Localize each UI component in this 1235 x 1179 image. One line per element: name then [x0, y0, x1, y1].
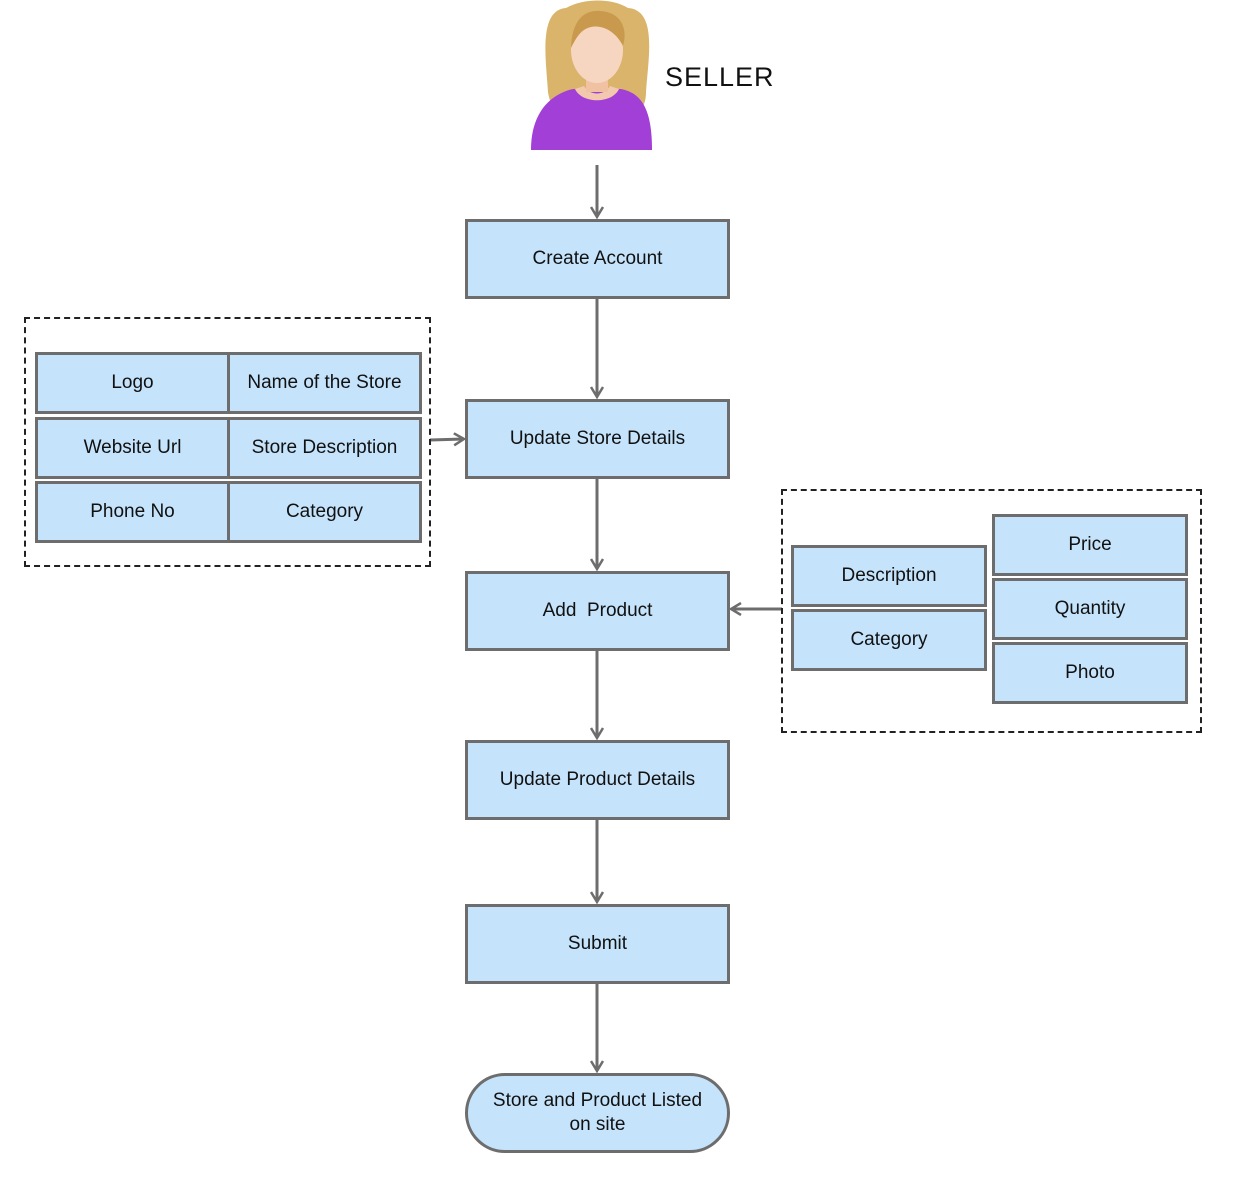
store-field-website: Website Url — [35, 417, 230, 479]
submit-step: Submit — [465, 904, 730, 984]
update-store-details-step: Update Store Details — [465, 399, 730, 479]
store-field-description: Store Description — [227, 417, 422, 479]
store-fields-group — [24, 317, 431, 567]
product-field-description: Description — [791, 545, 987, 607]
store-field-phone: Phone No — [35, 481, 230, 543]
store-field-category: Category — [227, 481, 422, 543]
product-field-price: Price — [992, 514, 1188, 576]
seller-label: SELLER — [665, 62, 775, 92]
product-fields-group — [781, 489, 1202, 733]
create-account-step: Create Account — [465, 219, 730, 299]
product-field-category: Category — [791, 609, 987, 671]
final-step-oval: Store and Product Listed on site — [465, 1073, 730, 1153]
product-field-photo: Photo — [992, 642, 1188, 704]
arrow-store-fields-to-update-store — [429, 439, 464, 440]
add-product-step: Add Product — [465, 571, 730, 651]
update-product-details-step: Update Product Details — [465, 740, 730, 820]
product-field-quantity: Quantity — [992, 578, 1188, 640]
user-avatar-icon — [531, 0, 652, 150]
store-field-name: Name of the Store — [227, 352, 422, 414]
store-field-logo: Logo — [35, 352, 230, 414]
